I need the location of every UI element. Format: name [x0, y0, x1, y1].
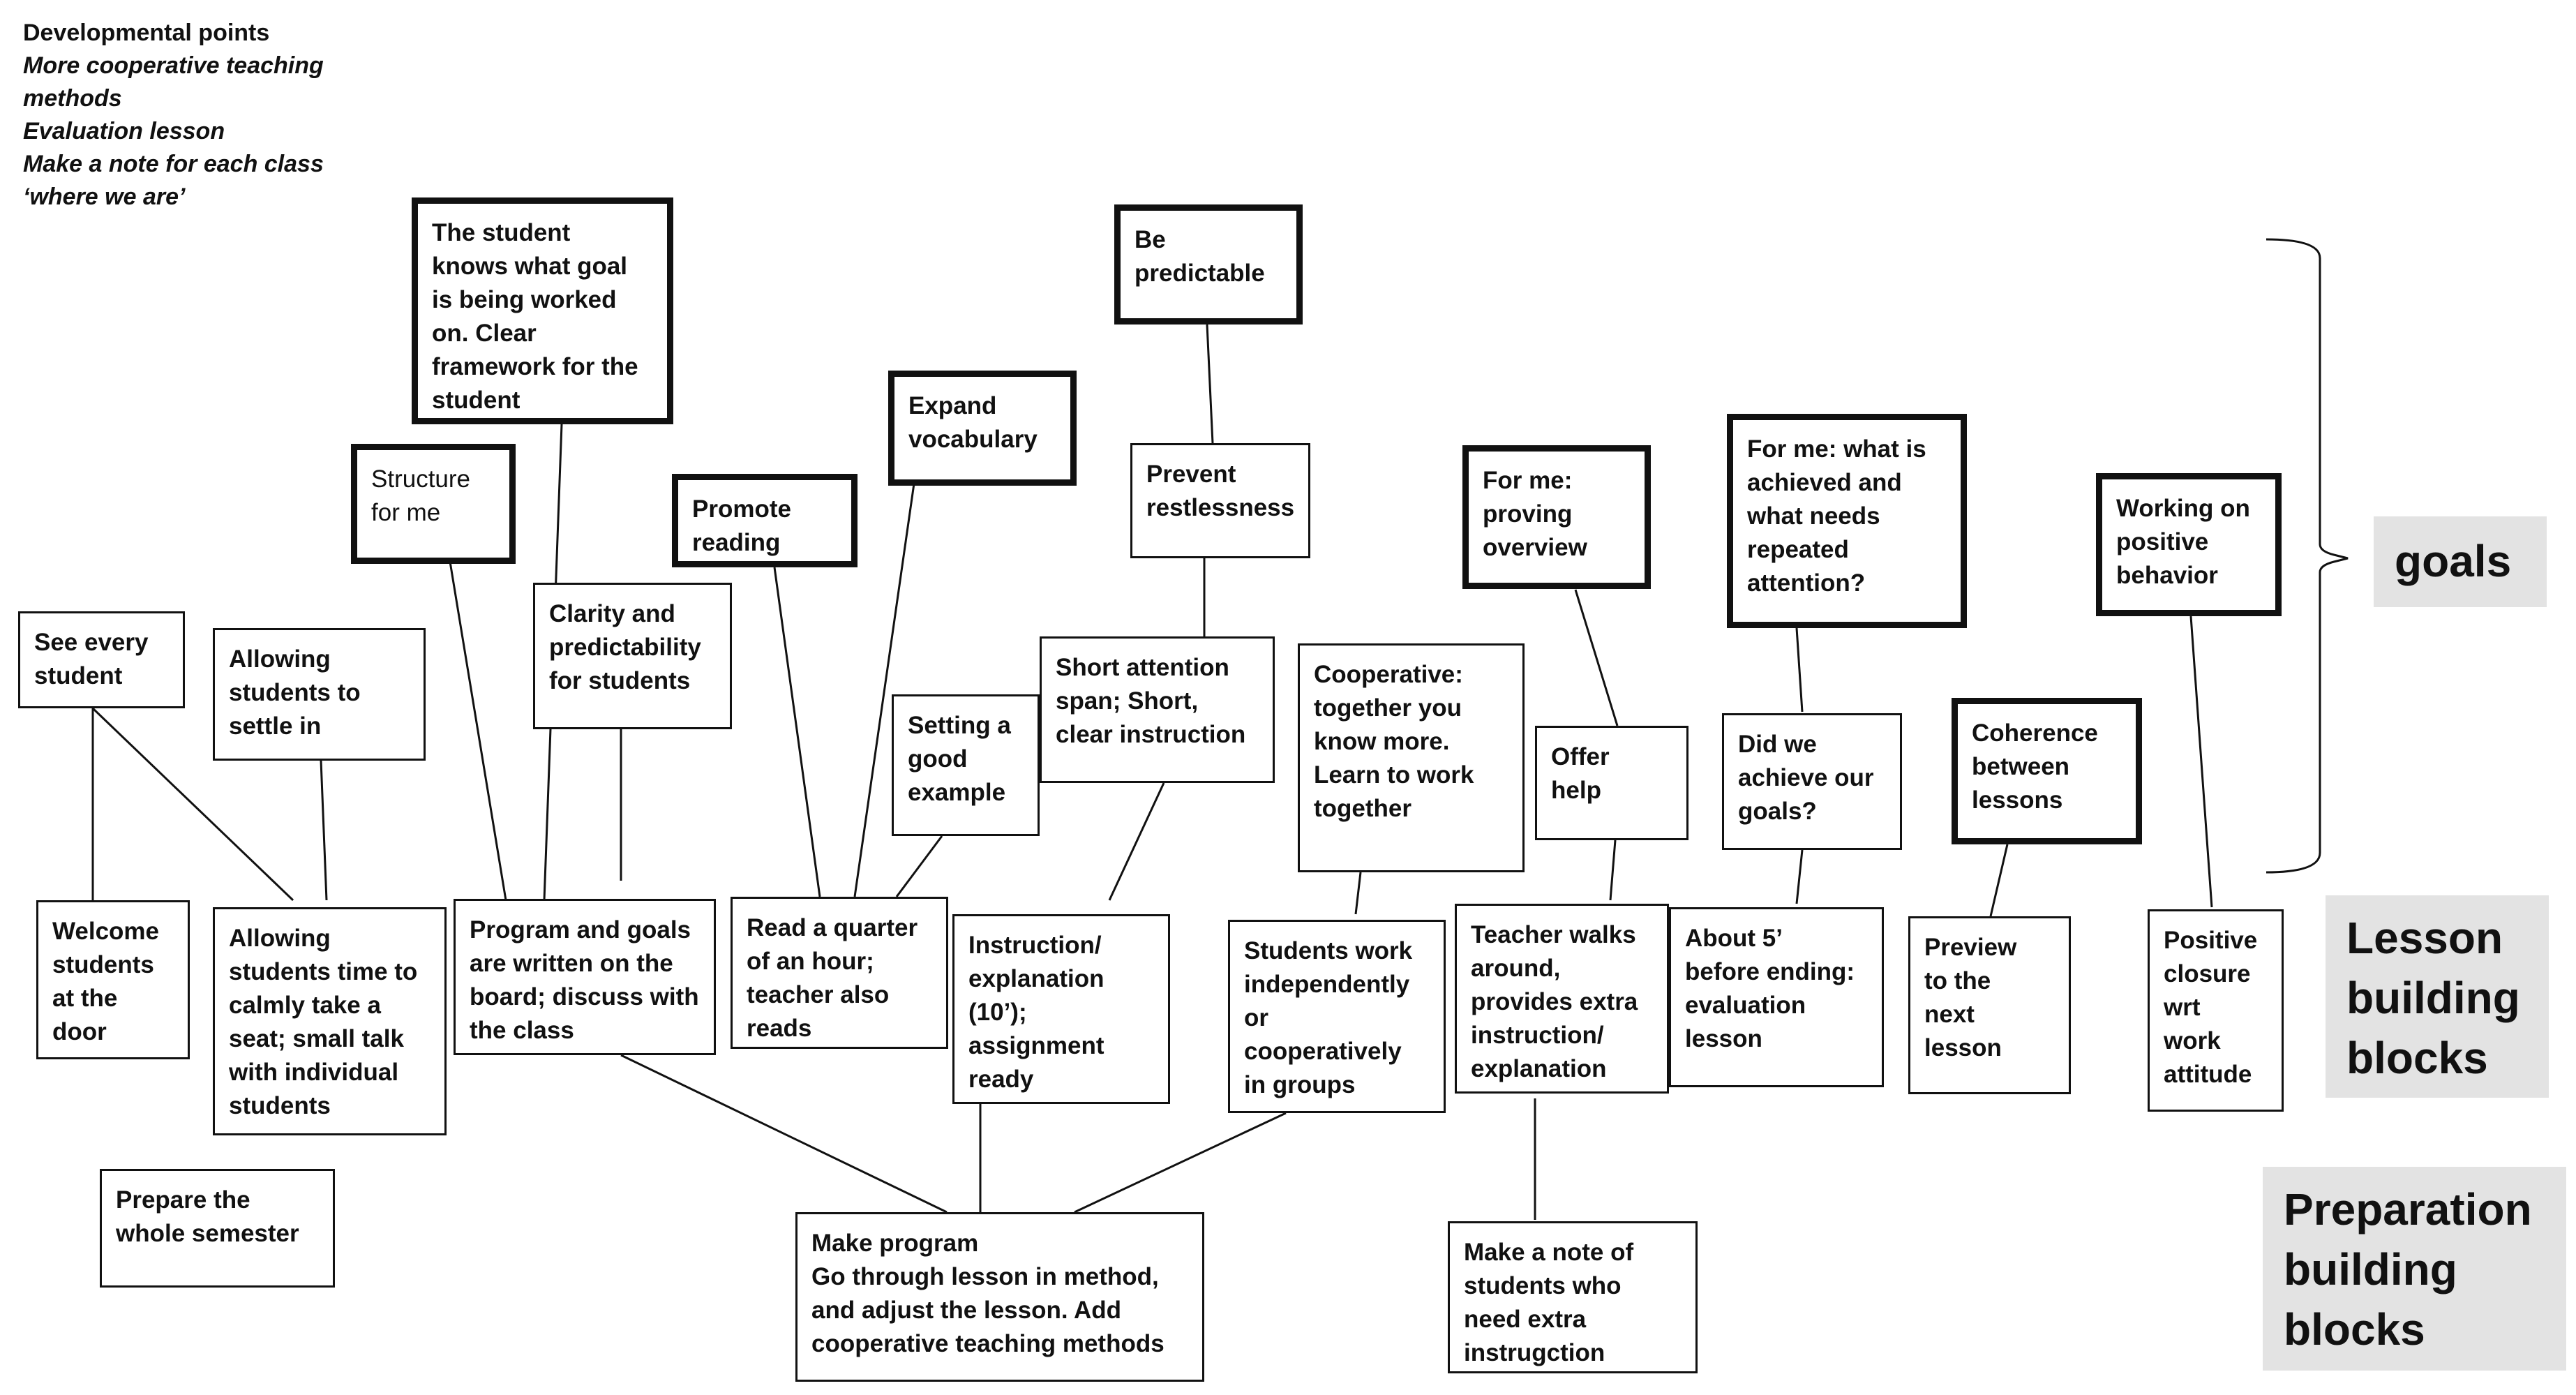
lesson-positive-closure: Positive closure wrt work attitude: [2148, 909, 2284, 1112]
prep-make-program: Make program Go through lesson in method…: [795, 1212, 1204, 1382]
line-attention-instruction: [1108, 782, 1165, 901]
line-achieved-did: [1795, 627, 1804, 713]
line-settle-allowing: [320, 760, 328, 901]
setting-good-example: Setting a good example: [892, 694, 1040, 836]
notes-item: Evaluation lesson: [23, 118, 225, 144]
goal-structure-for-me: Structure for me: [351, 444, 516, 564]
label-goals: goals: [2374, 516, 2547, 607]
goal-expand-vocabulary: Expand vocabulary: [888, 371, 1077, 486]
goal-positive-behavior: Working on positive behavior: [2096, 473, 2282, 616]
notes-item: methods: [23, 85, 122, 112]
line-help-teacher: [1609, 840, 1617, 901]
lesson-read-quarter: Read a quarter of an hour; teacher also …: [731, 897, 948, 1049]
line-vocab-read: [853, 483, 915, 897]
line-coherence-preview: [1989, 844, 2009, 917]
goal-student-knows-goal: The student knows what goal is being wor…: [412, 197, 673, 424]
line-did-about5: [1795, 849, 1804, 904]
lesson-program-goals: Program and goals are written on the boa…: [454, 899, 716, 1055]
developmental-points: Developmental points More cooperative te…: [23, 17, 324, 214]
allowing-settle-in: Allowing students to settle in: [213, 628, 426, 761]
goal-promote-reading: Promote reading: [672, 474, 858, 567]
did-we-achieve: Did we achieve our goals?: [1722, 713, 1902, 850]
prep-make-note: Make a note of students who need extra i…: [1448, 1221, 1698, 1373]
line-predictable-restless: [1206, 324, 1214, 444]
label-lesson-building-blocks: Lesson building blocks: [2326, 895, 2549, 1098]
line-behavior-closure: [2189, 616, 2213, 908]
line-students-make: [1074, 1112, 1287, 1214]
cooperative-together: Cooperative: together you know more. Lea…: [1298, 643, 1525, 872]
notes-heading: Developmental points: [23, 20, 270, 46]
goal-coherence: Coherence between lessons: [1952, 698, 2142, 844]
lesson-instruction: Instruction/ explanation (10’); assignme…: [952, 914, 1170, 1104]
goals-bracket: [2266, 238, 2349, 874]
notes-item: More cooperative teaching: [23, 52, 324, 79]
lesson-students-work: Students work independently or cooperati…: [1228, 920, 1446, 1113]
line-reading-read: [773, 567, 821, 897]
see-every-student: See every student: [18, 611, 185, 708]
notes-item: Make a note for each class: [23, 151, 324, 177]
label-preparation-building-blocks: Preparation building blocks: [2263, 1167, 2566, 1371]
lesson-welcome: Welcome students at the door: [36, 900, 190, 1059]
short-attention-span: Short attention span; Short, clear instr…: [1040, 636, 1275, 783]
goal-what-is-achieved: For me: what is achieved and what needs …: [1727, 414, 1967, 628]
notes-item: ‘where we are’: [23, 184, 186, 210]
lesson-preview: Preview to the next lesson: [1908, 916, 2071, 1094]
lesson-allowing-time: Allowing students time to calmly take a …: [213, 907, 447, 1135]
line-example-read: [895, 835, 943, 897]
line-structure-program: [449, 561, 507, 901]
line-overview-help: [1574, 589, 1619, 726]
prevent-restlessness: Prevent restlessness: [1130, 443, 1310, 558]
line-program-make: [620, 1054, 948, 1214]
clarity-predictability: Clarity and predictability for students: [533, 583, 732, 729]
goal-be-predictable: Be predictable: [1114, 204, 1303, 324]
offer-help: Offer help: [1535, 726, 1688, 840]
lesson-about-5: About 5’ before ending: evaluation lesso…: [1669, 907, 1884, 1087]
prep-prepare-semester: Prepare the whole semester: [100, 1169, 335, 1288]
line-see-allowing: [91, 707, 294, 902]
lesson-teacher-walks: Teacher walks around, provides extra ins…: [1455, 904, 1669, 1094]
goal-proving-overview: For me: proving overview: [1462, 445, 1651, 589]
line-coop-students: [1354, 872, 1362, 915]
